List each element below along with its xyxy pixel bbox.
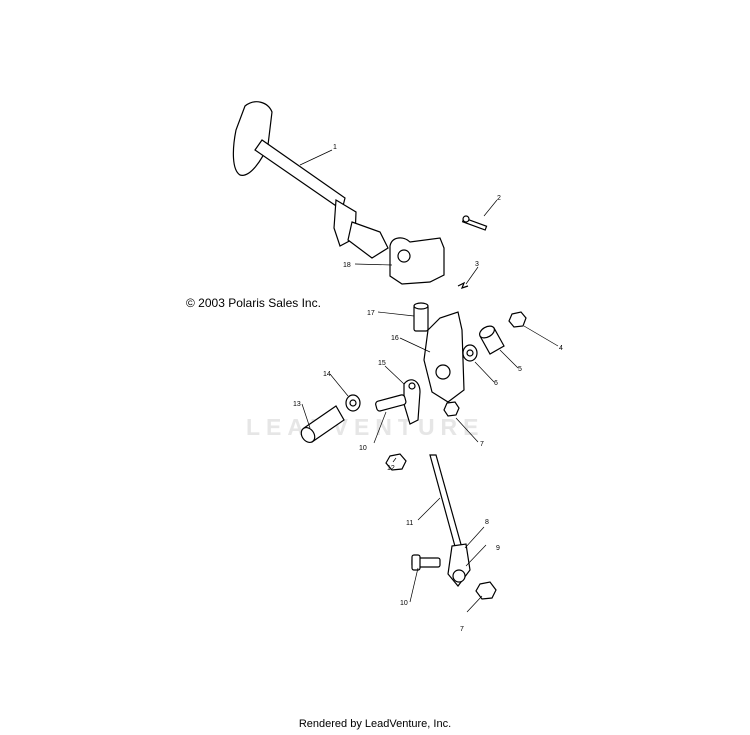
callout-7-lower: 7 bbox=[460, 626, 464, 633]
part-washer-14 bbox=[345, 394, 361, 412]
part-brake-pedal bbox=[232, 101, 389, 259]
render-credit: Rendered by LeadVenture, Inc. bbox=[298, 718, 452, 730]
callout-16: 16 bbox=[391, 335, 399, 342]
part-washer-6 bbox=[462, 344, 478, 362]
part-nut-4 bbox=[508, 311, 527, 328]
callout-14: 14 bbox=[323, 371, 331, 378]
part-pedal-bracket bbox=[389, 237, 445, 285]
part-pin bbox=[461, 215, 488, 231]
part-bolt-10-lower bbox=[411, 554, 441, 571]
part-mounting-plate bbox=[423, 311, 465, 403]
callout-2: 2 bbox=[497, 195, 501, 202]
part-clevis bbox=[403, 379, 421, 425]
part-bolt-17 bbox=[413, 302, 429, 332]
callout-15: 15 bbox=[378, 360, 386, 367]
callout-12: 12 bbox=[387, 465, 395, 472]
part-nut-7-lower bbox=[475, 581, 497, 600]
callout-10-upper: 10 bbox=[359, 445, 367, 452]
part-pivot-pin bbox=[300, 405, 345, 444]
part-nut-7-upper bbox=[443, 401, 460, 417]
callout-1: 1 bbox=[333, 144, 337, 151]
watermark: LEADVENTURE bbox=[246, 414, 485, 440]
part-brake-rod bbox=[429, 454, 463, 551]
part-rod-end-9 bbox=[447, 543, 471, 587]
callout-5: 5 bbox=[518, 366, 522, 373]
part-rod-end-10-upper bbox=[375, 394, 407, 412]
copyright-notice: © 2003 Polaris Sales Inc. bbox=[186, 296, 321, 310]
callout-7-upper: 7 bbox=[480, 441, 484, 448]
part-clip bbox=[457, 281, 469, 289]
callout-17: 17 bbox=[367, 310, 375, 317]
part-bushing bbox=[479, 325, 505, 355]
callout-4: 4 bbox=[559, 345, 563, 352]
callout-18: 18 bbox=[343, 262, 351, 269]
leader-lines bbox=[299, 149, 559, 613]
callout-3: 3 bbox=[475, 261, 479, 268]
callout-6: 6 bbox=[494, 380, 498, 387]
part-nut-12 bbox=[385, 453, 407, 471]
callout-10-lower: 10 bbox=[400, 600, 408, 607]
callout-8: 8 bbox=[485, 519, 489, 526]
callout-11: 11 bbox=[406, 520, 413, 527]
callout-9: 9 bbox=[496, 545, 500, 552]
callout-13: 13 bbox=[293, 401, 301, 408]
